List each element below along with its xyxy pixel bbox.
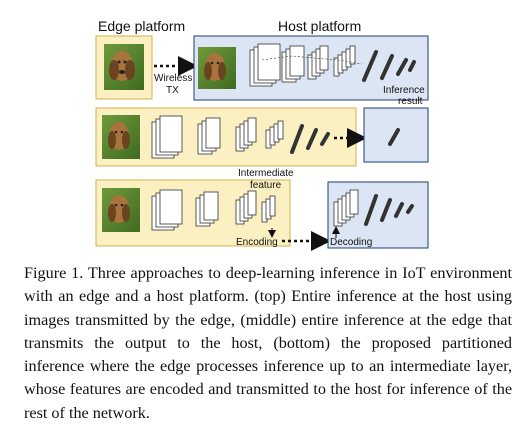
result-icon-middle (388, 128, 400, 146)
dog-image-icon-host (198, 47, 236, 89)
dog-image-icon-bottom (102, 188, 140, 232)
figure-diagram: Edge platform Host platform Wireless TX (95, 18, 429, 251)
layer-connections-top (261, 55, 363, 65)
fc-layers-edge-middle (290, 124, 330, 154)
tx-label: TX (166, 85, 179, 96)
cnn-layers-host-top (249, 43, 356, 87)
wireless-label: Wireless (154, 73, 192, 84)
host-platform-title: Host platform (278, 18, 361, 34)
fc-layers-host-top (362, 50, 416, 82)
dog-image-icon (104, 44, 144, 90)
intermediate-label: Intermediate (238, 168, 294, 179)
cnn-layers-edge-middle (151, 115, 284, 159)
encoding-label: Encoding (236, 237, 278, 248)
cnn-layers-edge-bottom (151, 189, 276, 231)
edge-platform-title: Edge platform (98, 18, 185, 34)
cnn-layers-host-bottom (333, 189, 359, 227)
figure-caption: Figure 1. Three approaches to deep-learn… (24, 264, 512, 422)
dog-image-icon-middle (102, 115, 140, 159)
result-label: result (398, 96, 423, 107)
feature-label: feature (250, 180, 282, 191)
inference-label: Inference (383, 85, 425, 96)
fc-layers-host-bottom (364, 194, 414, 226)
decoding-label: Decoding (330, 237, 372, 248)
